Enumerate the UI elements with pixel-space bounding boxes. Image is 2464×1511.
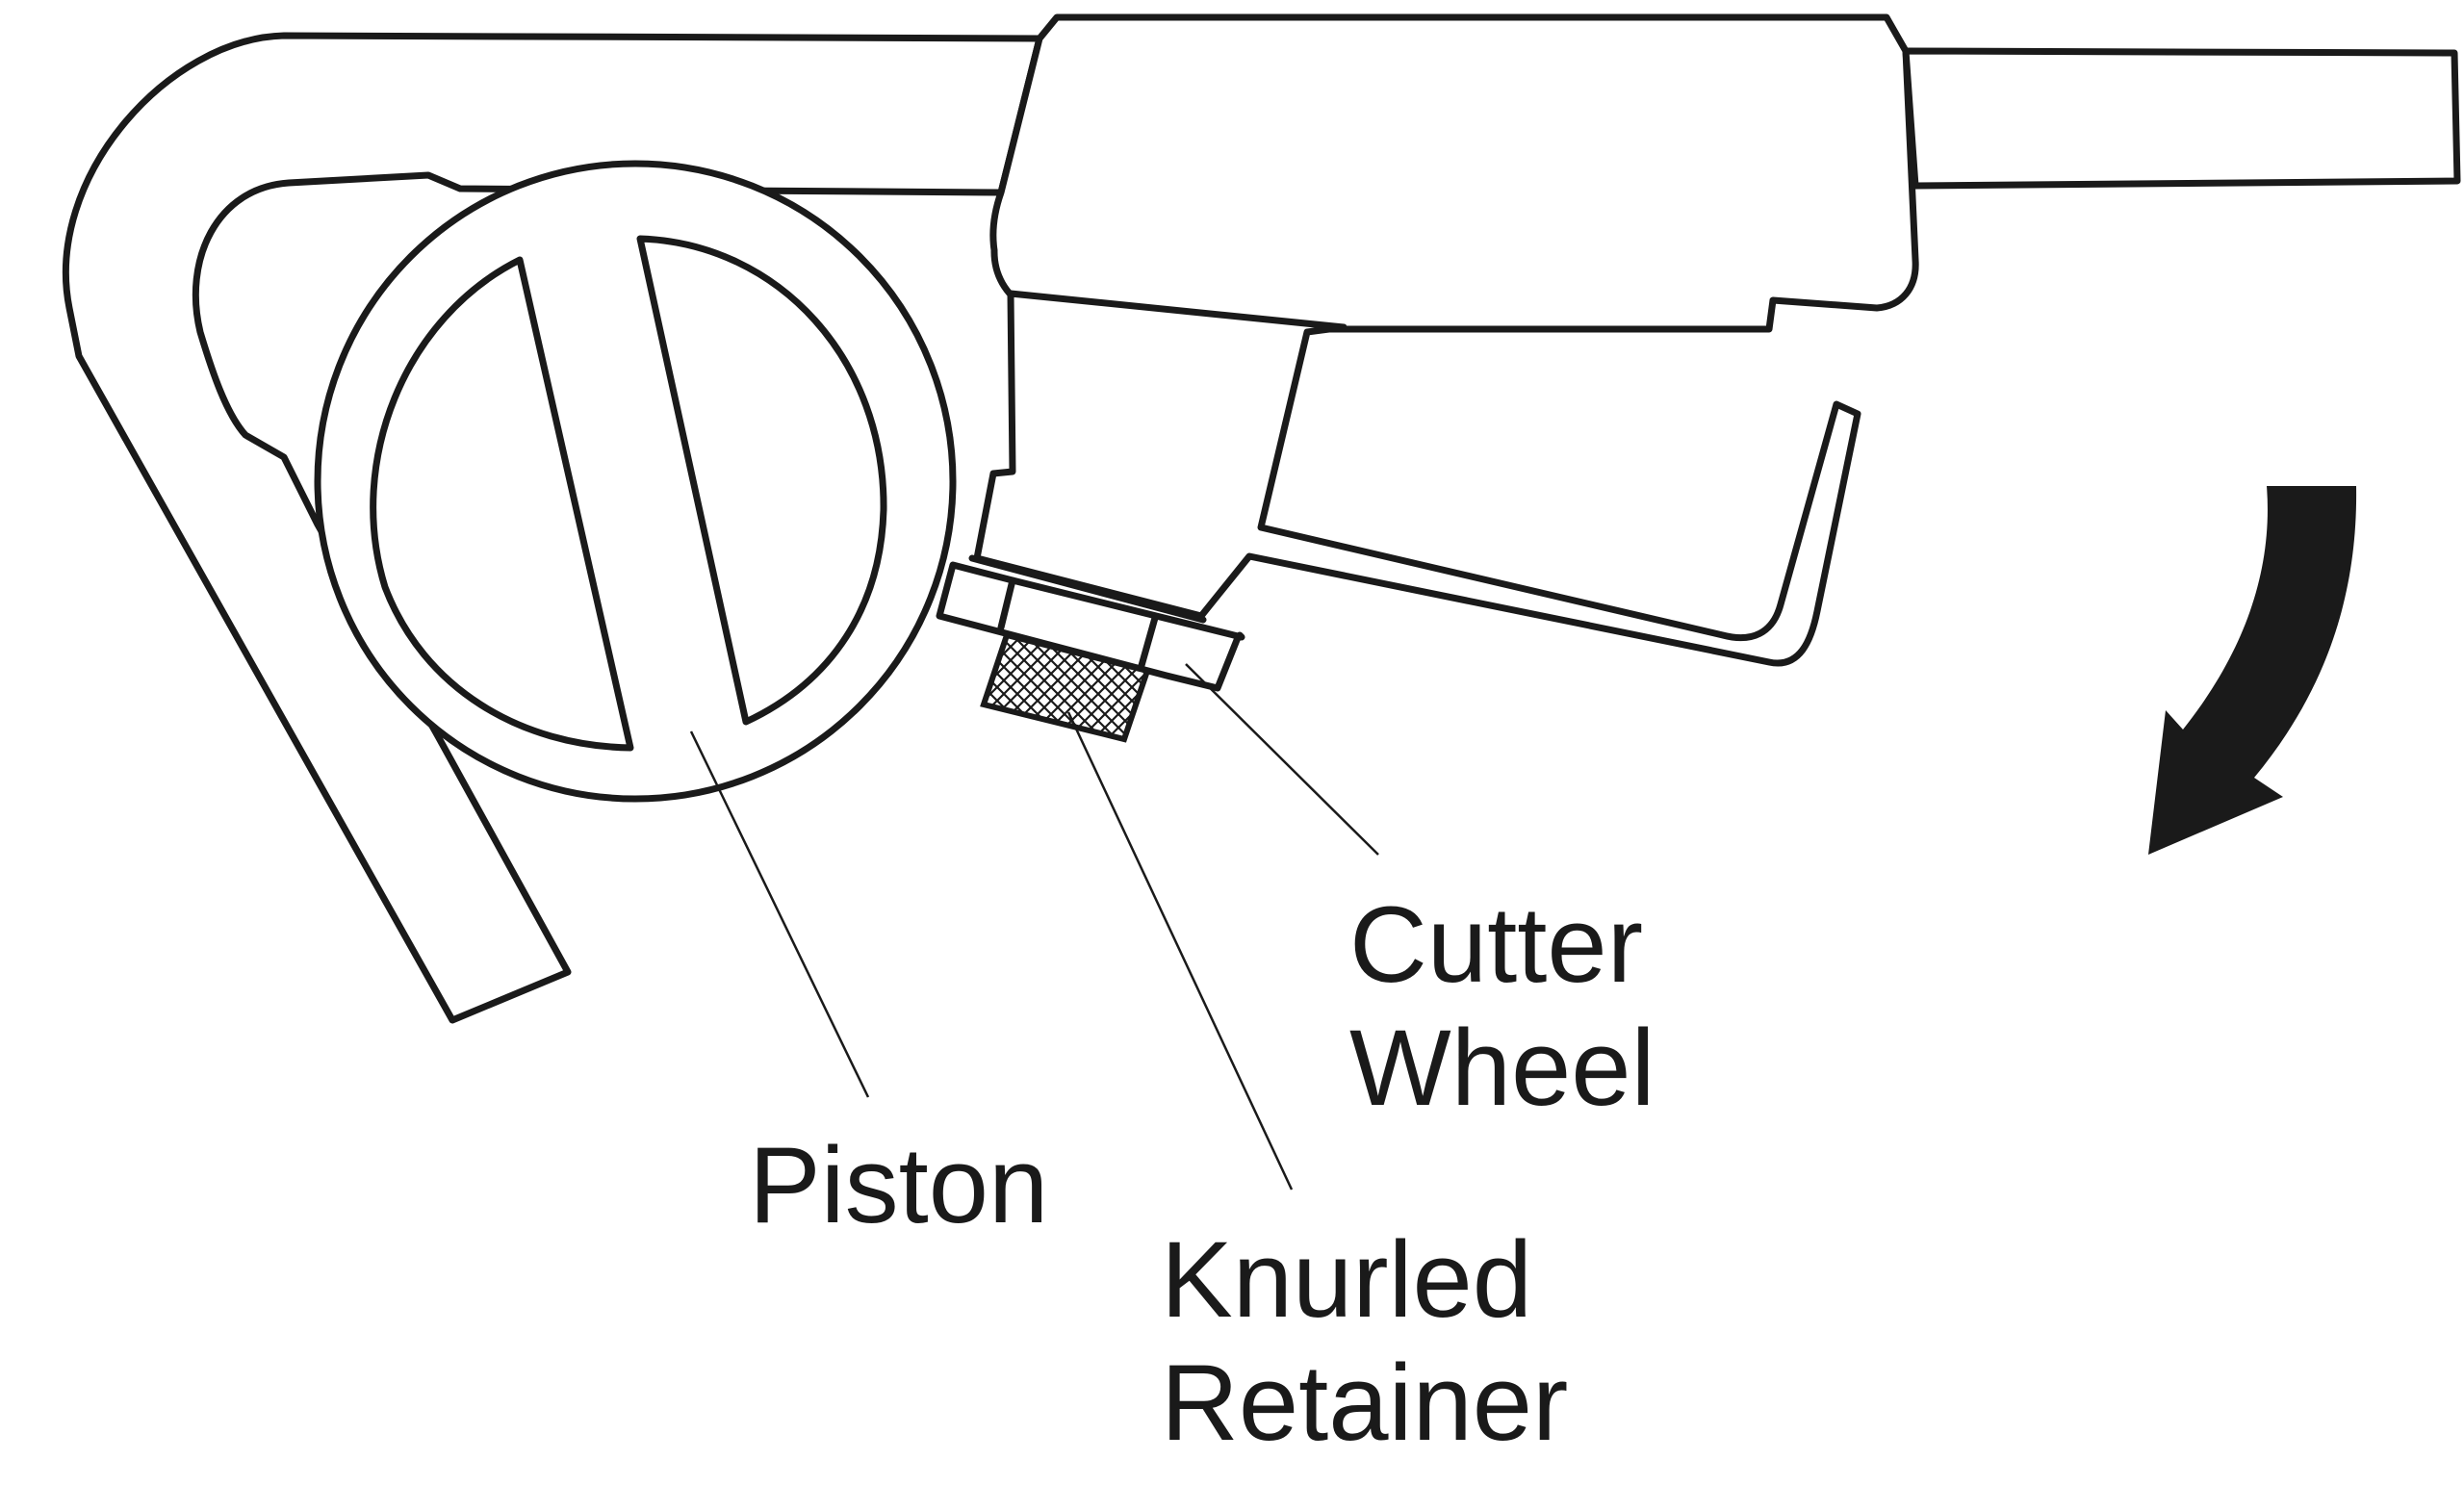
label-cutter-wheel-line1: Cutter bbox=[1349, 884, 1643, 1005]
knurled-retainer bbox=[980, 631, 1151, 743]
leader-cutter-wheel bbox=[1185, 663, 1379, 856]
handle-arm bbox=[1902, 47, 2461, 190]
label-knurled-retainer: Knurled Retainer bbox=[1161, 1219, 1568, 1463]
handle-body bbox=[989, 13, 1919, 333]
label-knurled-retainer-line1: Knurled bbox=[1161, 1219, 1532, 1340]
leader-piston bbox=[689, 730, 870, 1098]
plate-divider-left bbox=[997, 576, 1016, 631]
plate-divider-right bbox=[1137, 614, 1159, 673]
piston-slot-right bbox=[636, 235, 887, 726]
label-cutter-wheel-line2: Wheel bbox=[1349, 1008, 1655, 1128]
leader-knurled-retainer bbox=[1066, 711, 1294, 1191]
curved-arrow-clockwise-icon bbox=[2148, 486, 2357, 855]
piston-slot-left bbox=[370, 256, 634, 752]
label-piston: Piston bbox=[749, 1125, 1048, 1245]
tool-frame bbox=[62, 32, 1043, 1024]
label-cutter-wheel: Cutter Wheel bbox=[1349, 884, 1673, 1128]
handle-leg bbox=[973, 290, 1861, 667]
label-knurled-retainer-line2: Retainer bbox=[1161, 1343, 1568, 1463]
plate-edge bbox=[968, 554, 1207, 624]
